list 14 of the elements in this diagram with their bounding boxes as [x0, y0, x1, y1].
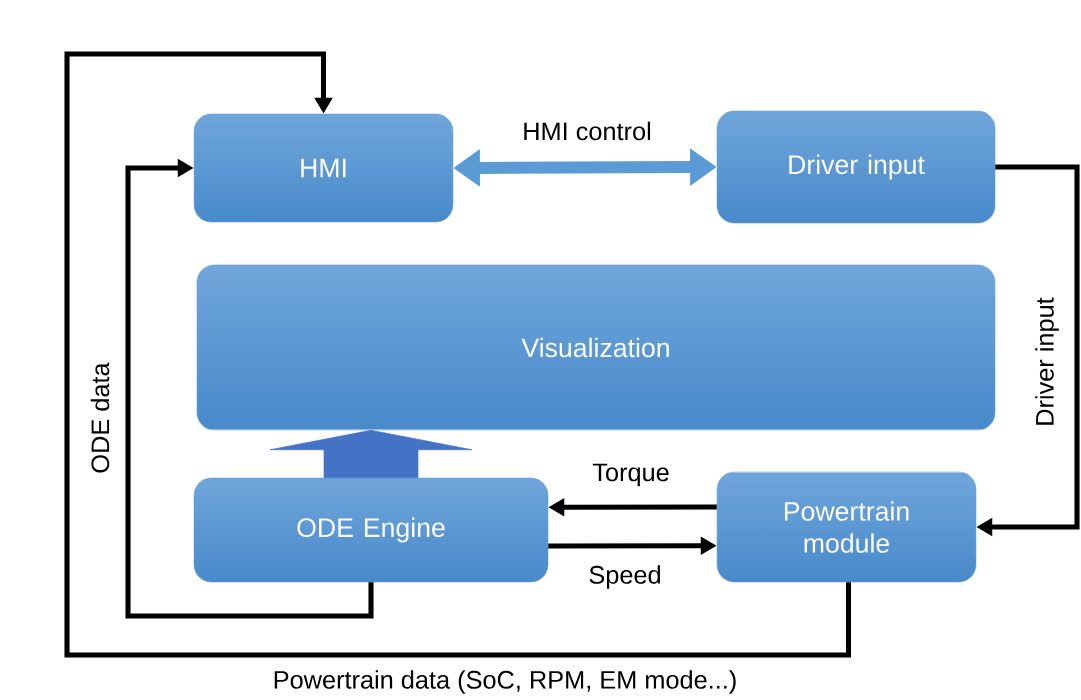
edge-label: ODE data	[89, 361, 111, 475]
edge-label: Torque	[590, 462, 672, 488]
process-box: Powertrain module	[716, 471, 977, 583]
process-box: HMI	[193, 113, 454, 223]
process-box: ODE Engine	[193, 477, 549, 583]
arrow	[125, 158, 374, 619]
edge-label: Speed	[587, 563, 663, 591]
process-box: Visualization	[196, 264, 996, 431]
edge-label: Driver input	[1033, 295, 1061, 429]
edge-label: HMI control	[520, 120, 654, 142]
edge-label: Powertrain data (SoC, RPM, EM mode...)	[271, 668, 739, 696]
process-box: Driver input	[716, 110, 996, 224]
block-arrow	[269, 429, 473, 479]
arrow	[64, 51, 852, 658]
